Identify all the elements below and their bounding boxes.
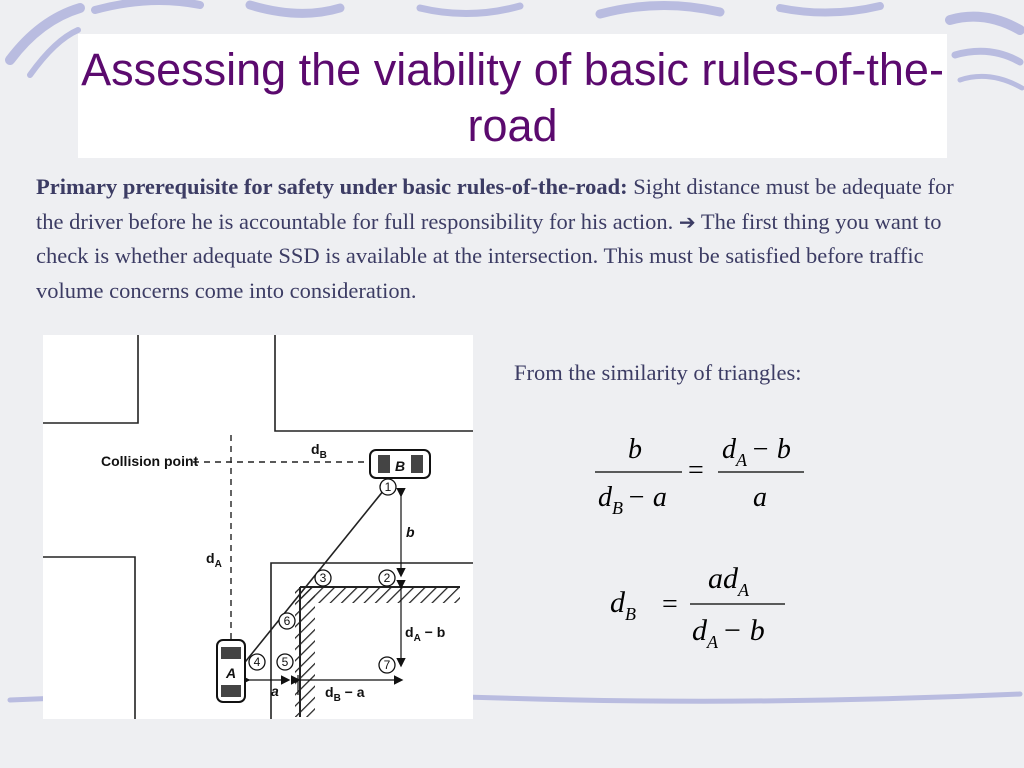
eq1-equals: =	[688, 455, 704, 486]
a-label: a	[271, 683, 279, 699]
eq1-num-right: dA− b	[722, 434, 791, 470]
point-7: 7	[384, 658, 391, 672]
point-1: 1	[385, 480, 392, 494]
similarity-label: From the similarity of triangles:	[514, 360, 802, 385]
collision-point-label: Collision point	[101, 453, 199, 469]
sight-obstruction-vertical	[295, 587, 315, 717]
right-arrow-icon: ➔	[678, 209, 696, 234]
equations: b dB− a = dA− b a dB = adA dA− b	[595, 434, 804, 652]
car-b-label: B	[395, 458, 405, 474]
body-bold-lead: Primary prerequisite for safety under ba…	[36, 174, 628, 199]
body-text-1: Sight distance must be adequate for the …	[36, 174, 954, 234]
dA-label: dA	[206, 550, 222, 570]
b-label: b	[406, 524, 415, 540]
eq1-num-left: b	[628, 434, 642, 465]
dB-minus-a-label: dB − a	[325, 684, 365, 704]
eq1-den-left: dB− a	[598, 482, 667, 518]
point-4: 4	[254, 655, 261, 669]
body-text-2: The first thing you want to check is whe…	[36, 208, 942, 303]
title-box: Assessing the viability of basic rules-o…	[78, 34, 947, 158]
sight-line	[232, 484, 389, 678]
point-5: 5	[282, 655, 289, 669]
intersection-figure: B A 1 2 3 4 5 6 7 Collisio	[43, 335, 473, 719]
dB-label: dB	[311, 441, 327, 461]
sight-obstruction-horizontal	[300, 587, 460, 603]
car-b-icon: B	[369, 449, 431, 479]
eq2-equals: =	[662, 589, 678, 620]
body-paragraph: Primary prerequisite for safety under ba…	[36, 170, 976, 308]
car-a-label: A	[225, 665, 236, 681]
car-a-icon: A	[216, 639, 246, 703]
slide-title: Assessing the viability of basic rules-o…	[81, 44, 944, 151]
eq2-den: dA− b	[692, 614, 765, 652]
eq2-lhs: dB	[610, 586, 636, 624]
point-2: 2	[384, 571, 391, 585]
eq2-num: adA	[708, 562, 750, 600]
point-3: 3	[320, 571, 327, 585]
point-6: 6	[284, 614, 291, 628]
eq1-den-right: a	[753, 482, 767, 513]
dA-minus-b-label: dA − b	[405, 624, 445, 644]
